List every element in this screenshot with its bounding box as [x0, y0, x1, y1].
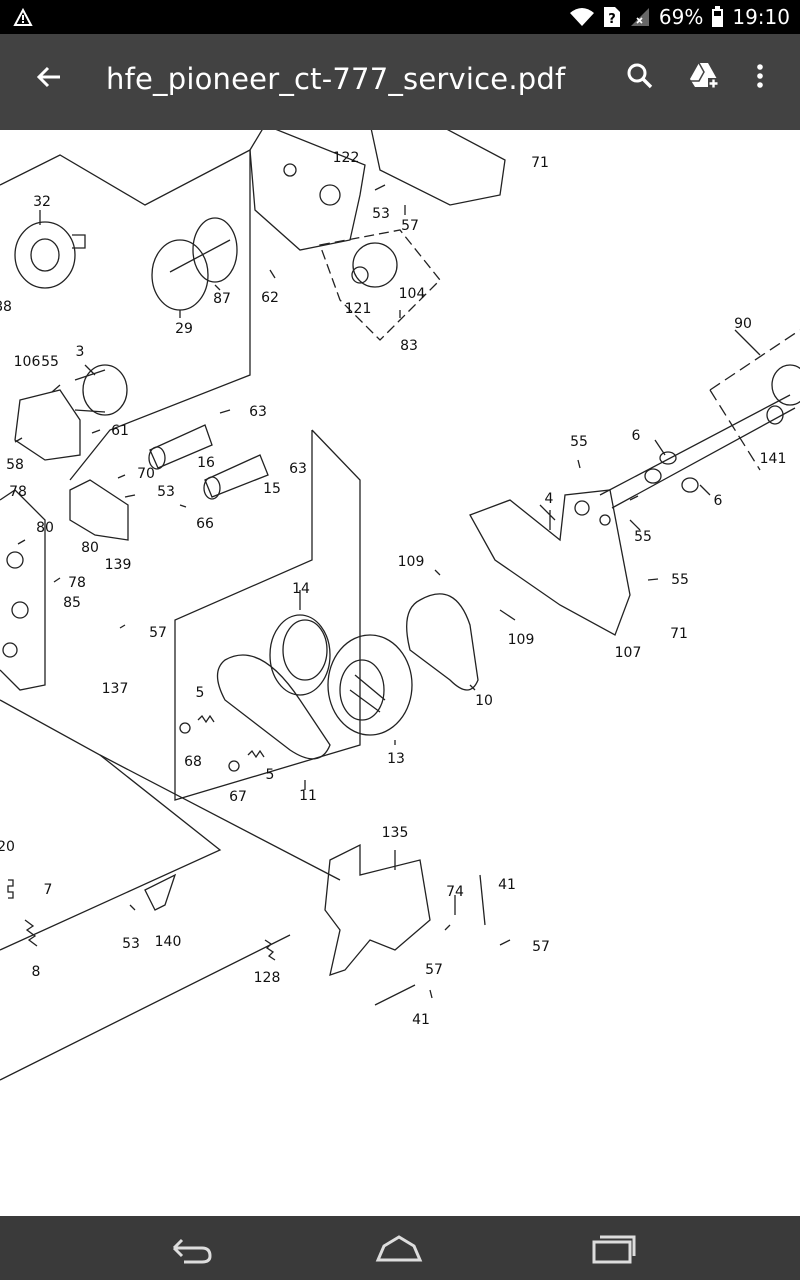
battery-icon	[712, 6, 724, 27]
part-label-128: 128	[254, 970, 281, 986]
part-label-62: 62	[261, 290, 279, 306]
battery-percent: 69%	[658, 5, 704, 29]
part-label-14: 14	[292, 581, 310, 597]
part-label-3: 3	[76, 344, 85, 360]
home-nav-icon[interactable]	[374, 1232, 424, 1264]
part-label-61: 61	[111, 423, 129, 439]
drive-warning-icon	[13, 7, 33, 26]
document-title: hfe_pioneer_ct-777_service.pdf	[106, 62, 566, 96]
part-label-6: 6	[714, 493, 723, 509]
part-label-83: 83	[400, 338, 418, 354]
recents-nav-icon[interactable]	[588, 1232, 638, 1264]
part-label-70: 70	[137, 466, 155, 482]
part-label-74: 74	[446, 884, 464, 900]
exploded-parts-diagram: 5310371122535732876212110483298810655363…	[0, 130, 800, 1081]
part-label-104: 104	[399, 286, 426, 302]
part-label-67: 67	[229, 789, 247, 805]
part-label-57: 57	[149, 625, 167, 641]
part-label-137: 137	[102, 681, 129, 697]
part-label-53: 53	[122, 936, 140, 952]
part-label-66: 66	[196, 516, 214, 532]
part-label-80: 80	[81, 540, 99, 556]
part-label-55: 55	[671, 572, 689, 588]
part-label-7: 7	[44, 882, 53, 898]
status-bar: ? 69% 19:10	[0, 0, 800, 34]
part-label-87: 87	[213, 291, 231, 307]
part-label-8: 8	[32, 964, 41, 980]
part-label-10: 10	[475, 693, 493, 709]
pdf-page-view[interactable]: 5310371122535732876212110483298810655363…	[0, 130, 800, 1216]
part-label-85: 85	[63, 595, 81, 611]
part-label-139: 139	[105, 557, 132, 573]
part-label-29: 29	[175, 321, 193, 337]
part-label-57: 57	[425, 962, 443, 978]
part-label-63: 63	[289, 461, 307, 477]
back-nav-icon[interactable]	[164, 1232, 214, 1264]
part-label-41: 41	[498, 877, 516, 893]
part-label-141: 141	[760, 451, 787, 467]
part-label-55: 55	[570, 434, 588, 450]
part-label-6: 6	[632, 428, 641, 444]
part-label-55: 55	[634, 529, 652, 545]
part-label-121: 121	[345, 301, 372, 317]
part-label-107: 107	[615, 645, 642, 661]
part-label-32: 32	[33, 194, 51, 210]
part-label-13: 13	[387, 751, 405, 767]
clock: 19:10	[732, 5, 790, 29]
app-bar: hfe_pioneer_ct-777_service.pdf	[0, 34, 800, 130]
part-label-16: 16	[197, 455, 215, 471]
part-label-78: 78	[9, 484, 27, 500]
part-label-4: 4	[545, 491, 554, 507]
search-icon[interactable]	[624, 60, 656, 92]
part-label-53: 53	[372, 206, 390, 222]
part-label-5: 5	[266, 767, 275, 783]
part-label-5: 5	[196, 685, 205, 701]
part-label-55: 55	[41, 354, 59, 370]
part-label-68: 68	[184, 754, 202, 770]
part-label-20: 20	[0, 839, 15, 855]
part-label-88: 88	[0, 299, 12, 315]
add-to-drive-icon[interactable]	[688, 60, 720, 92]
part-label-63: 63	[249, 404, 267, 420]
more-vert-icon[interactable]	[744, 60, 776, 92]
part-label-58: 58	[6, 457, 24, 473]
part-label-57: 57	[532, 939, 550, 955]
part-label-71: 71	[670, 626, 688, 642]
part-label-109: 109	[508, 632, 535, 648]
part-label-15: 15	[263, 481, 281, 497]
part-label-71: 71	[531, 155, 549, 171]
wifi-icon	[569, 8, 594, 26]
part-label-78: 78	[68, 575, 86, 591]
part-label-106: 106	[14, 354, 41, 370]
sim-unknown-icon: ?	[603, 7, 620, 27]
part-label-140: 140	[155, 934, 182, 950]
part-label-53: 53	[321, 130, 339, 131]
part-label-109: 109	[398, 554, 425, 570]
back-arrow-icon[interactable]	[34, 62, 64, 92]
part-label-122: 122	[333, 150, 360, 166]
svg-text:?: ?	[608, 12, 616, 27]
part-label-135: 135	[382, 825, 409, 841]
part-label-57: 57	[401, 218, 419, 234]
part-label-90: 90	[734, 316, 752, 332]
navigation-bar	[0, 1216, 800, 1280]
part-label-53: 53	[157, 484, 175, 500]
part-label-11: 11	[299, 788, 317, 804]
part-label-80: 80	[36, 520, 54, 536]
part-label-41: 41	[412, 1012, 430, 1028]
signal-icon	[630, 8, 649, 26]
